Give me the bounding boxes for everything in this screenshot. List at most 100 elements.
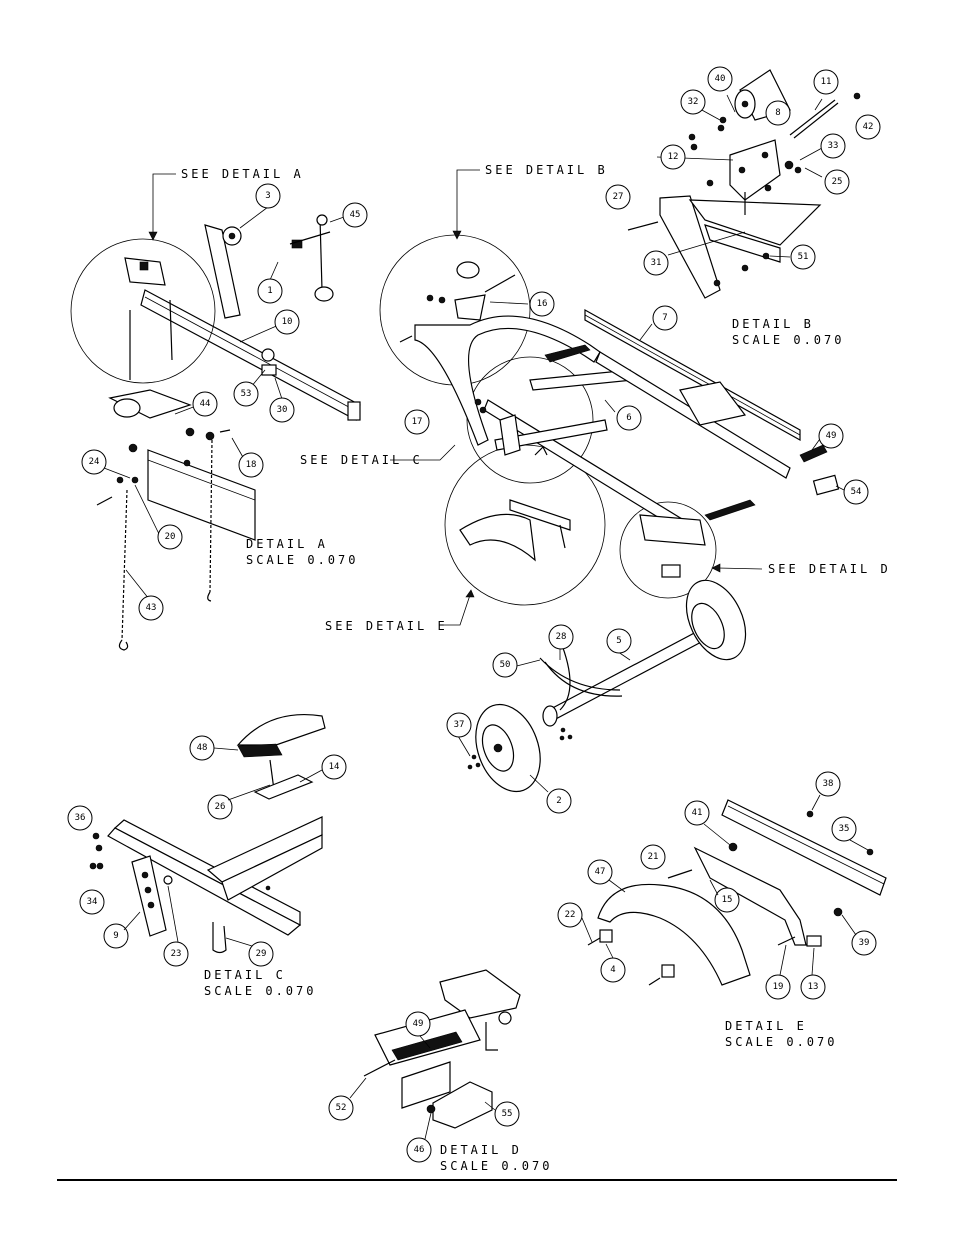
svg-text:14: 14 xyxy=(329,762,340,772)
svg-text:40: 40 xyxy=(715,74,726,84)
part-bubble-19: 19 xyxy=(765,974,791,1000)
detail-c-scale: SCALE 0.070 xyxy=(204,984,316,998)
bunk-arm xyxy=(659,195,721,299)
coupler-top xyxy=(124,257,166,286)
safety-chain-43 xyxy=(121,489,128,641)
bunk-carpet-front xyxy=(544,344,591,363)
svg-text:28: 28 xyxy=(556,632,567,642)
detail-d-circle xyxy=(619,501,717,599)
part-bubble-38: 38 xyxy=(815,771,841,797)
part-bubble-1: 1 xyxy=(257,278,283,304)
winch-post xyxy=(204,224,241,319)
svg-text:46: 46 xyxy=(414,1145,425,1155)
part-bubble-10: 10 xyxy=(274,309,300,335)
part-bubble-12: 12 xyxy=(660,144,686,170)
bunk-carpet-49 xyxy=(391,1031,463,1061)
svg-text:53: 53 xyxy=(241,389,252,399)
detail-b-scale: SCALE 0.070 xyxy=(732,333,844,347)
right-rail xyxy=(595,351,791,479)
svg-text:2: 2 xyxy=(556,796,561,806)
part-bubble-25: 25 xyxy=(824,169,850,195)
svg-text:17: 17 xyxy=(412,417,423,427)
part-bubble-21: 21 xyxy=(640,844,666,870)
chain-upper xyxy=(169,299,173,361)
detail-c-assembly xyxy=(89,714,326,954)
bumper-pad-54 xyxy=(812,474,840,496)
washer-plate-4 xyxy=(599,929,613,943)
detail-b-title: DETAIL B xyxy=(732,317,814,331)
main-trailer-frame xyxy=(379,234,840,793)
part-bubble-29: 29 xyxy=(248,941,274,967)
svg-text:15: 15 xyxy=(722,895,733,905)
part-bubble-37: 37 xyxy=(446,712,472,738)
part-bubble-2: 2 xyxy=(546,788,572,814)
part-bubble-43: 43 xyxy=(138,595,164,621)
detail-a-scale: SCALE 0.070 xyxy=(246,553,358,567)
detail-titles: DETAIL A SCALE 0.070 DETAIL B SCALE 0.07… xyxy=(204,317,844,1173)
detail-e-scale: SCALE 0.070 xyxy=(725,1035,837,1049)
part-bubble-23: 23 xyxy=(163,941,189,967)
part-bubble-46: 46 xyxy=(406,1137,432,1163)
part-bubble-32: 32 xyxy=(680,89,706,115)
detail-d-scale: SCALE 0.070 xyxy=(440,1159,552,1173)
svg-text:19: 19 xyxy=(773,982,784,992)
svg-text:45: 45 xyxy=(350,210,361,220)
part-bubble-5: 5 xyxy=(606,628,632,654)
see-detail-c-label: SEE DETAIL C xyxy=(300,453,423,467)
part-bubble-35: 35 xyxy=(831,816,857,842)
part-bubble-49-main: 49 xyxy=(818,423,844,449)
part-bubble-7: 7 xyxy=(652,305,678,331)
roller-bracket xyxy=(729,139,781,201)
detail-a-title: DETAIL A xyxy=(246,537,328,551)
see-detail-b-label: SEE DETAIL B xyxy=(485,163,608,177)
detail-e-title: DETAIL E xyxy=(725,1019,807,1033)
part-bubble-52: 52 xyxy=(328,1095,354,1121)
svg-text:27: 27 xyxy=(613,192,624,202)
part-bubble-15: 15 xyxy=(714,887,740,913)
svg-text:5: 5 xyxy=(616,636,621,646)
mounting-plate xyxy=(147,449,256,541)
part-bubble-51: 51 xyxy=(790,244,816,270)
svg-text:25: 25 xyxy=(832,177,843,187)
part-bubble-53: 53 xyxy=(233,381,259,407)
svg-text:48: 48 xyxy=(197,743,208,753)
part-bubble-44: 44 xyxy=(192,391,218,417)
taillight-55 xyxy=(432,1081,493,1129)
detail-d-title: DETAIL D xyxy=(440,1143,522,1157)
svg-text:41: 41 xyxy=(692,808,703,818)
roller-shaft xyxy=(789,99,836,136)
see-detail-e-label: SEE DETAIL E xyxy=(325,619,448,633)
svg-text:30: 30 xyxy=(277,405,288,415)
svg-text:52: 52 xyxy=(336,1103,347,1113)
svg-text:36: 36 xyxy=(75,813,86,823)
svg-text:1: 1 xyxy=(267,286,272,296)
see-detail-d-label: SEE DETAIL D xyxy=(768,562,891,576)
crossmember-b xyxy=(688,199,822,246)
part-bubble-27: 27 xyxy=(605,184,631,210)
part-bubble-49-detail-d: 49 xyxy=(405,1011,431,1037)
svg-text:34: 34 xyxy=(87,897,98,907)
svg-text:42: 42 xyxy=(863,122,874,132)
fender-support-15 xyxy=(693,846,807,946)
detail-e-assembly xyxy=(587,799,887,986)
svg-text:3: 3 xyxy=(265,191,270,201)
bunk-bracket-c xyxy=(236,714,326,746)
svg-text:54: 54 xyxy=(851,487,862,497)
part-bubble-33: 33 xyxy=(820,133,846,159)
svg-text:29: 29 xyxy=(256,949,267,959)
see-detail-a-label: SEE DETAIL A xyxy=(181,167,304,181)
part-bubble-9: 9 xyxy=(103,923,129,949)
svg-text:44: 44 xyxy=(200,399,211,409)
part-bubble-30: 30 xyxy=(269,397,295,423)
svg-text:38: 38 xyxy=(823,779,834,789)
svg-text:6: 6 xyxy=(626,413,631,423)
part-bubble-13: 13 xyxy=(800,974,826,1000)
part-bubble-50: 50 xyxy=(492,652,518,678)
part-bubble-4: 4 xyxy=(600,957,626,983)
safety-chain-right xyxy=(209,439,213,593)
part-bubbles: 3 45 1 10 53 30 44 18 24 20 43 40 8 11 4… xyxy=(67,66,881,1163)
svg-text:24: 24 xyxy=(89,457,100,467)
part-bubble-6: 6 xyxy=(616,405,642,431)
svg-text:51: 51 xyxy=(798,252,809,262)
